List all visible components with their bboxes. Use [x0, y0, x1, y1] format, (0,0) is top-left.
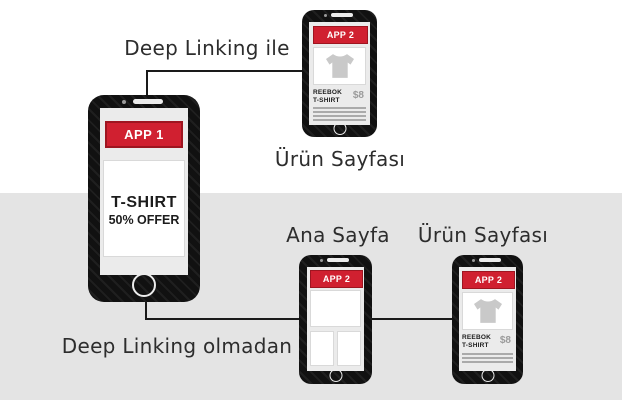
app1-screen: APP 1 T-SHIRT 50% OFFER — [100, 108, 188, 275]
home-button-icon — [132, 273, 156, 297]
connector-top-vertical — [146, 70, 148, 97]
text-placeholder-line — [313, 107, 366, 109]
home-page-screen: APP 2 — [307, 267, 364, 371]
camera-dot-icon — [122, 100, 126, 104]
connector-bottom-horizontal-2 — [370, 318, 454, 320]
content-tile-left — [310, 331, 334, 366]
product-top-banner: APP 2 — [313, 26, 368, 44]
speaker-icon — [331, 13, 353, 17]
camera-dot-icon — [472, 259, 475, 262]
connector-top-horizontal — [146, 70, 304, 72]
phone-product-top: APP 2 REEBOK T-SHIRT $8 — [302, 10, 377, 137]
text-placeholder-line — [313, 111, 366, 113]
connector-bottom-vertical — [145, 300, 147, 320]
text-placeholder-line — [462, 353, 513, 355]
phone-app1: APP 1 T-SHIRT 50% OFFER — [88, 95, 200, 302]
product-top-screen: APP 2 REEBOK T-SHIRT $8 — [309, 22, 370, 125]
phone-home-page: APP 2 — [299, 255, 372, 384]
home-button-icon — [329, 369, 342, 382]
label-urun-sayfasi-top: Ürün Sayfası — [274, 147, 406, 171]
product-top-price: $8 — [352, 90, 364, 101]
camera-dot-icon — [320, 259, 323, 262]
home-button-icon — [481, 369, 494, 382]
tshirt-icon — [473, 299, 502, 323]
text-placeholder-line — [313, 115, 366, 117]
app1-offer-card: T-SHIRT 50% OFFER — [103, 160, 185, 257]
product-top-image-card — [313, 47, 366, 85]
text-placeholder-line — [462, 357, 513, 359]
home-button-icon — [333, 122, 346, 135]
text-placeholder-line — [313, 119, 366, 121]
tshirt-icon — [325, 54, 354, 78]
product-top-info-row: REEBOK T-SHIRT $8 — [313, 88, 366, 104]
label-urun-sayfasi-bottom: Ürün Sayfası — [417, 223, 549, 247]
label-deep-linking-ile: Deep Linking ile — [124, 36, 290, 60]
content-tile-right — [337, 331, 361, 366]
speaker-icon — [479, 258, 501, 262]
content-tile-large — [310, 290, 361, 327]
camera-dot-icon — [324, 14, 327, 17]
product-bottom-price: $8 — [499, 335, 511, 346]
product-bottom-screen: APP 2 REEBOK T-SHIRT $8 — [459, 267, 516, 371]
product-top-name: REEBOK T-SHIRT — [313, 89, 343, 105]
app1-product-title: T-SHIRT — [111, 194, 177, 211]
speaker-icon — [327, 258, 349, 262]
text-placeholder-line — [462, 361, 513, 363]
product-bottom-name: REEBOK T-SHIRT — [462, 334, 492, 350]
label-deep-linking-olmadan: Deep Linking olmadan — [61, 334, 293, 358]
product-bottom-banner: APP 2 — [462, 271, 515, 289]
app1-banner: APP 1 — [105, 121, 183, 148]
label-ana-sayfa: Ana Sayfa — [286, 223, 390, 247]
app1-offer-text: 50% OFFER — [108, 213, 180, 227]
product-bottom-image-card — [462, 292, 513, 330]
connector-bottom-horizontal-1 — [145, 318, 301, 320]
speaker-icon — [133, 99, 163, 104]
phone-product-bottom: APP 2 REEBOK T-SHIRT $8 — [452, 255, 523, 384]
home-page-banner: APP 2 — [310, 270, 363, 288]
product-bottom-info-row: REEBOK T-SHIRT $8 — [462, 333, 513, 349]
